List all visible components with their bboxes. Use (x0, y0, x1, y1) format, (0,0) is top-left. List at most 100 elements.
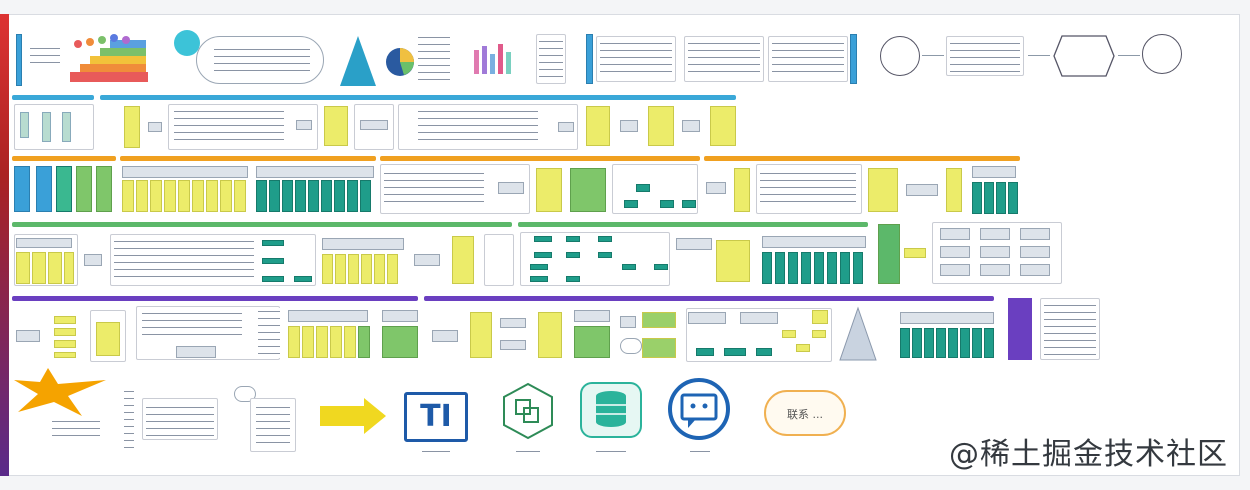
row3-yellow-block (716, 240, 750, 282)
teal-cell (912, 328, 922, 358)
yellow-cell (32, 252, 46, 284)
row1-cell-b (42, 112, 51, 142)
row2-square-2 (906, 184, 938, 196)
row2-yellow-col-4 (946, 168, 962, 212)
arrow-right-icon (320, 398, 386, 434)
yellow-cell (322, 254, 333, 284)
row4-square-5 (500, 340, 526, 350)
star-caption-lines (52, 418, 100, 438)
row4-header-bar-b (424, 296, 994, 301)
doc-left-lines (124, 388, 134, 454)
row3-node-c (262, 276, 284, 282)
row2-flow-3-lines (760, 170, 856, 208)
flow-box-lines (950, 40, 1020, 72)
callout-text-lines (214, 46, 310, 72)
row2-node-a (636, 184, 650, 192)
row1-yellow-2 (324, 106, 348, 146)
row1-square-1 (148, 122, 162, 132)
row1-cell-c (62, 112, 71, 142)
teal-cell (984, 328, 994, 358)
row3-node-h (534, 252, 552, 258)
overview-text-lines (30, 45, 60, 65)
row3-node-k (530, 264, 548, 270)
row3-card-3 (484, 234, 514, 286)
grid-cell (940, 264, 970, 276)
yellow-cell (344, 326, 356, 358)
row4-yellow-col-2 (538, 312, 562, 358)
row4-square-1 (16, 330, 40, 342)
yellow-cell (330, 326, 342, 358)
grid-cell (980, 246, 1010, 258)
teal-cell (840, 252, 850, 284)
ti-logo-text: TI (420, 399, 452, 434)
row2-yellow-grid-title (122, 166, 248, 178)
grid-cell (940, 228, 970, 240)
doc-card-tall-lines (256, 404, 290, 446)
row4-yellow-col-1 (470, 312, 492, 358)
chat-caption (690, 448, 710, 454)
flow-connector-2 (1028, 55, 1050, 56)
row2-flow-1-lines (384, 170, 484, 208)
row2-blue-col-1 (14, 166, 30, 212)
teal-cell (814, 252, 824, 284)
row1-header-bar-b (100, 95, 736, 100)
teal-cell (321, 180, 332, 212)
grid-cell (980, 228, 1010, 240)
row1-yellow-3 (586, 106, 610, 146)
teal-cell (775, 252, 785, 284)
grid-cell (980, 264, 1010, 276)
row3-card-2-lines (114, 238, 254, 282)
docs-marker-right (850, 34, 857, 84)
row4-node-title-1 (688, 312, 726, 324)
row4-green-block (382, 326, 418, 358)
yellow-cell (54, 328, 76, 336)
green-cell (358, 326, 370, 358)
row3-header-bar-b (518, 222, 868, 227)
flow-connector-3 (1118, 55, 1140, 56)
teal-cell (853, 252, 863, 284)
row2-node-b (624, 200, 638, 208)
row1-yellow-1 (124, 106, 140, 148)
row1-square-4 (558, 122, 574, 132)
row4-green-title-2 (574, 310, 610, 322)
yellow-cell (150, 180, 162, 212)
row2-yellow-col-2 (734, 168, 750, 212)
row4-yellow-title (288, 310, 368, 322)
row4-green-yellow-2 (642, 338, 676, 358)
row4-lines-2 (258, 308, 280, 358)
overview-marker (16, 34, 22, 86)
row3-node-b (262, 258, 284, 264)
row3-square-2 (414, 254, 440, 266)
pie-legend-lines (418, 34, 450, 80)
database-icon (580, 382, 642, 438)
grid-cell (1020, 228, 1050, 240)
row2-green-block (570, 168, 606, 212)
row2-node-c (660, 200, 674, 208)
yellow-cell (361, 254, 372, 284)
docs-marker-left (586, 34, 593, 84)
yellow-cell (136, 180, 148, 212)
yellow-cell (178, 180, 190, 212)
yellow-cell (206, 180, 218, 212)
star-icon (14, 368, 106, 416)
ti-caption (422, 448, 450, 454)
teal-cell (984, 182, 994, 214)
triangle-icon (340, 36, 376, 86)
yellow-cell (48, 252, 62, 284)
row2-header-bar-a (12, 156, 116, 161)
teal-cell (762, 252, 772, 284)
row4-teal-title (900, 312, 994, 324)
row2-green-col-2 (96, 166, 112, 212)
flow-circle-end (1142, 34, 1182, 74)
yellow-cell (348, 254, 359, 284)
yellow-cell (164, 180, 176, 212)
yellow-cell (220, 180, 232, 212)
doc-card-3-lines (772, 40, 844, 78)
teal-cell (996, 182, 1006, 214)
row2-square-1 (706, 182, 726, 194)
doc-card-2-lines (688, 40, 760, 78)
yellow-cell (64, 252, 74, 284)
teal-cell (1008, 182, 1018, 214)
grid-cell (940, 246, 970, 258)
